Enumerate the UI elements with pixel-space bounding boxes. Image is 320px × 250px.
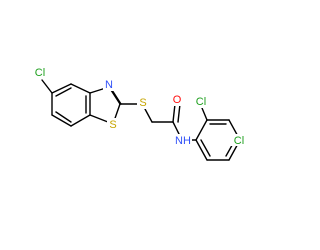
atom-labels: Cl N S S O NH Cl Cl xyxy=(31,66,248,147)
atom-cl-para: Cl xyxy=(234,135,244,147)
atom-s-ring: S xyxy=(109,119,116,131)
bond xyxy=(172,121,181,137)
bond xyxy=(144,108,153,123)
atom-o-carbonyl: O xyxy=(173,94,182,106)
atom-cl-benzothiazole: Cl xyxy=(35,67,45,79)
bond xyxy=(195,139,208,161)
bond xyxy=(41,79,53,94)
bond xyxy=(200,139,211,157)
atom-nh-amide: NH xyxy=(175,135,191,147)
atom-cl-ortho: Cl xyxy=(196,96,206,108)
bond xyxy=(51,83,72,94)
atom-s-thioether: S xyxy=(139,97,146,109)
bond xyxy=(70,83,91,94)
bond xyxy=(70,114,91,127)
bonds xyxy=(41,79,246,161)
bond xyxy=(55,111,72,123)
bond xyxy=(55,87,72,97)
bond xyxy=(172,103,176,123)
bond xyxy=(201,107,208,121)
chemical-structure: Cl N S S O NH Cl Cl xyxy=(31,66,248,161)
atom-n-thiazole: N xyxy=(105,79,113,91)
bond xyxy=(51,114,72,127)
bond xyxy=(111,89,122,105)
bond xyxy=(195,119,208,141)
bond xyxy=(177,103,181,123)
